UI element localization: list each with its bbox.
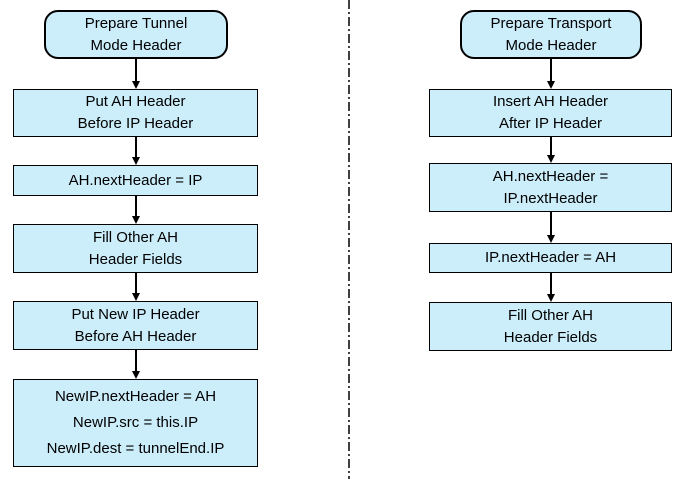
arrow-head-icon bbox=[546, 81, 555, 89]
node-ah-nextheader-ip: AH.nextHeader = IP bbox=[13, 165, 258, 196]
node-ah-nextheader-ip-nextheader: AH.nextHeader = IP.nextHeader bbox=[429, 163, 672, 212]
arrow-head-icon bbox=[131, 216, 140, 224]
arrow-down bbox=[546, 273, 556, 302]
arrow-down bbox=[131, 59, 141, 89]
arrow-stem bbox=[550, 212, 552, 236]
arrow-down bbox=[131, 350, 141, 379]
arrow-stem bbox=[135, 59, 137, 82]
arrow-stem bbox=[135, 196, 137, 217]
arrow-stem bbox=[550, 137, 552, 156]
divider-line bbox=[348, 0, 350, 479]
arrow-head-icon bbox=[546, 294, 555, 302]
arrow-head-icon bbox=[131, 371, 140, 379]
arrow-down bbox=[131, 137, 141, 165]
node-fill-other-ah-header-fields-tunnel: Fill Other AH Header Fields bbox=[13, 224, 258, 273]
node-prepare-tunnel-mode-header: Prepare Tunnel Mode Header bbox=[44, 10, 228, 59]
arrow-down bbox=[131, 196, 141, 224]
arrow-head-icon bbox=[131, 293, 140, 301]
node-fill-other-ah-header-fields-transport: Fill Other AH Header Fields bbox=[429, 302, 672, 351]
arrow-head-icon bbox=[546, 155, 555, 163]
arrow-down bbox=[131, 273, 141, 301]
arrow-head-icon bbox=[131, 157, 140, 165]
arrow-stem bbox=[550, 273, 552, 295]
arrow-head-icon bbox=[546, 235, 555, 243]
arrow-down bbox=[546, 212, 556, 243]
arrow-head-icon bbox=[131, 81, 140, 89]
arrow-stem bbox=[135, 137, 137, 158]
node-put-new-ip-header-before-ah-header: Put New IP Header Before AH Header bbox=[13, 301, 258, 350]
node-put-ah-header-before-ip-header: Put AH Header Before IP Header bbox=[13, 89, 258, 137]
node-prepare-transport-mode-header: Prepare Transport Mode Header bbox=[460, 10, 642, 59]
arrow-down bbox=[546, 59, 556, 89]
arrow-stem bbox=[135, 273, 137, 294]
arrow-stem bbox=[135, 350, 137, 372]
node-ip-nextheader-ah: IP.nextHeader = AH bbox=[429, 243, 672, 273]
arrow-stem bbox=[550, 59, 552, 82]
node-insert-ah-header-after-ip-header: Insert AH Header After IP Header bbox=[429, 89, 672, 137]
node-newip-assignments: NewIP.nextHeader = AH NewIP.src = this.I… bbox=[13, 379, 258, 467]
arrow-down bbox=[546, 137, 556, 163]
